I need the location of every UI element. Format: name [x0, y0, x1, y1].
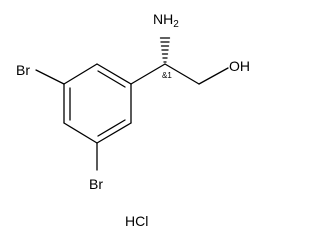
benzene-ring	[63, 63, 132, 144]
hydrochloride-label: HCl	[125, 213, 148, 229]
ring-bond	[63, 122, 98, 144]
stereocenter-to-ch2-bond	[164, 63, 200, 85]
hydroxyl-label: OH	[229, 58, 250, 74]
ch2-to-oh-bond	[198, 67, 229, 85]
ring-bond	[63, 63, 98, 85]
hashed-wedge-bond	[159, 37, 171, 63]
stereo-descriptor-label: &1	[162, 71, 172, 80]
ring-to-stereocenter-bond	[130, 63, 166, 85]
ring-bond	[96, 63, 132, 85]
c-br-bond-top	[35, 69, 65, 85]
ring-double-bond	[97, 119, 126, 137]
ring-bond	[96, 122, 132, 144]
bromine-label-bottom: Br	[89, 176, 103, 192]
bromine-label-top: Br	[16, 62, 30, 78]
amine-label: NH2	[153, 11, 179, 30]
ring-double-bond	[97, 70, 126, 88]
chemical-structure: Br Br NH2 &1 OH HCl	[16, 11, 250, 229]
